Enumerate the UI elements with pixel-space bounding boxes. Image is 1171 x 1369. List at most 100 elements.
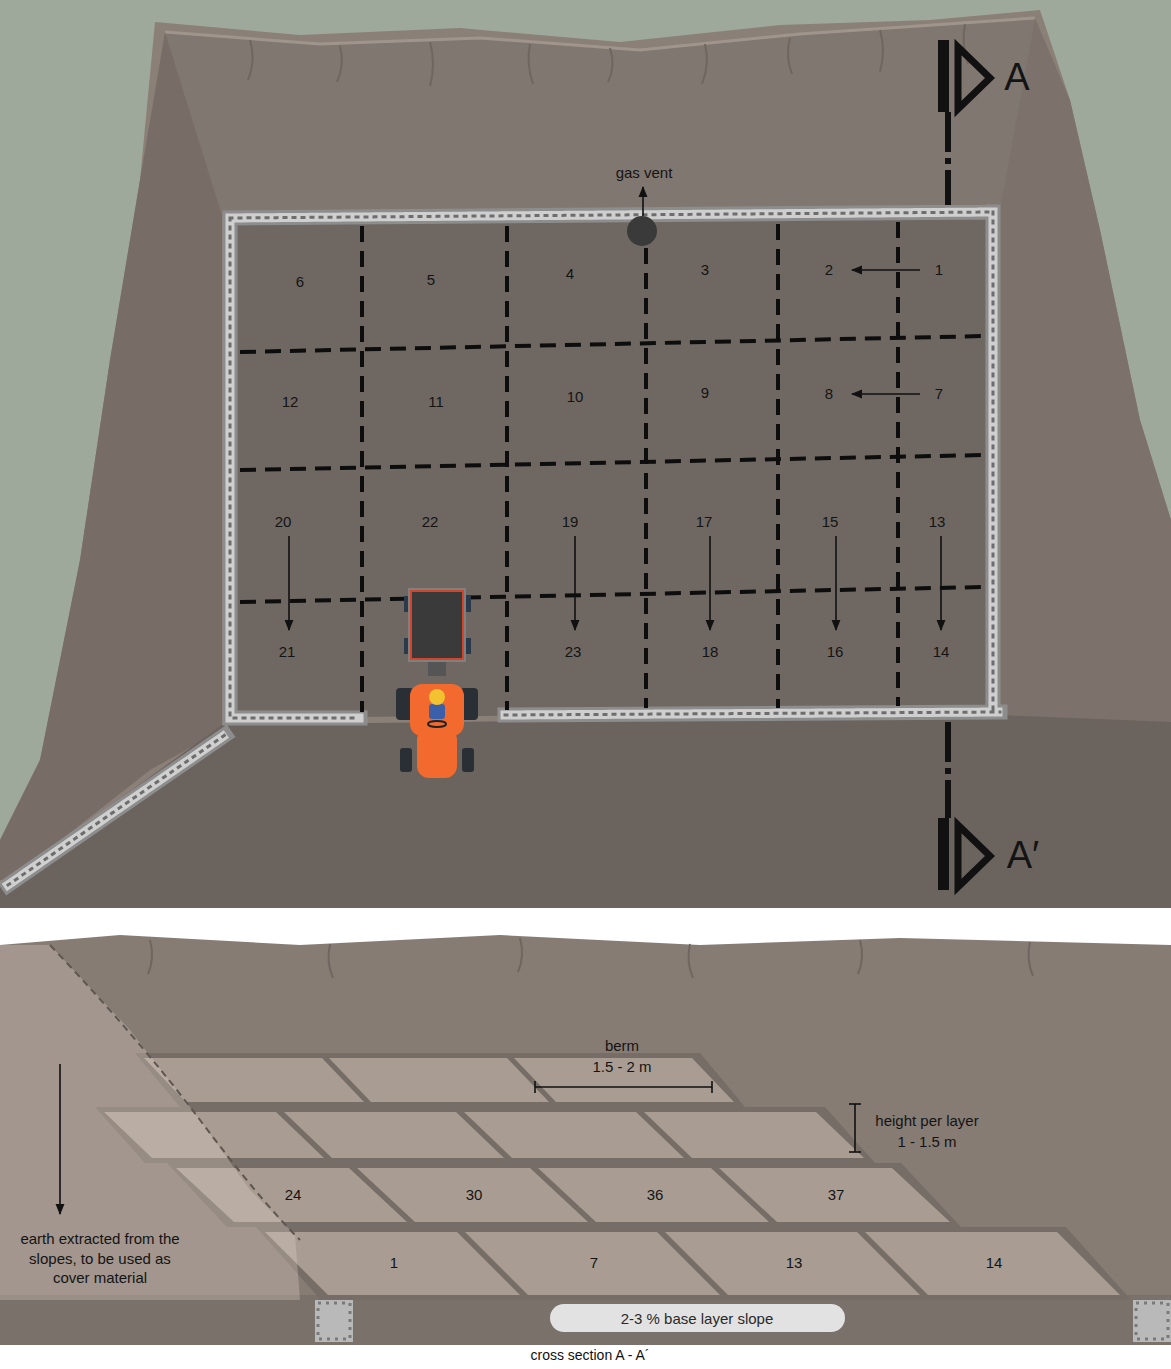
cell-divider xyxy=(644,248,648,708)
stone-block xyxy=(315,1300,353,1342)
rock-crack xyxy=(529,44,533,84)
cell-number: 6 xyxy=(296,272,304,292)
wheel xyxy=(400,748,412,772)
trailer xyxy=(411,591,463,659)
ground xyxy=(0,1295,1171,1345)
cell-number: 9 xyxy=(701,383,709,403)
layer-number: 36 xyxy=(647,1185,664,1205)
layer-number: 24 xyxy=(285,1185,302,1205)
rock-crack xyxy=(518,938,522,972)
section-marker-bar xyxy=(938,40,949,112)
quarry-rim xyxy=(0,10,1171,908)
cell-number: 7 xyxy=(935,384,943,404)
tractor-hood xyxy=(417,728,457,778)
cell-number: 20 xyxy=(275,512,292,532)
layer-cell xyxy=(644,1112,864,1158)
back-wall xyxy=(165,18,1035,215)
layer-cell xyxy=(284,1112,504,1158)
section-line xyxy=(945,722,951,818)
fill-order-arrow xyxy=(288,536,290,630)
layer-number: 13 xyxy=(786,1253,803,1273)
cell-divider xyxy=(360,226,364,712)
cover-note: earth extracted from the slopes, to be u… xyxy=(18,1229,182,1288)
cell-number: 8 xyxy=(825,384,833,404)
cell-number: 13 xyxy=(929,512,946,532)
vent-label: gas vent xyxy=(616,163,673,183)
cell-divider xyxy=(776,224,780,708)
layer-cell xyxy=(464,1112,684,1158)
rock-cracks xyxy=(248,24,968,86)
tractor xyxy=(396,588,478,778)
gas-arrow xyxy=(642,187,644,216)
steering-wheel xyxy=(428,721,446,727)
fill-order-arrow xyxy=(940,536,942,630)
cell-number: 23 xyxy=(565,642,582,662)
section-line xyxy=(945,112,951,205)
cell-divider xyxy=(896,222,900,706)
right-wall xyxy=(1000,18,1171,725)
dimension-tick xyxy=(534,1081,536,1093)
cover-arrow xyxy=(59,1064,61,1214)
fill-order-arrow xyxy=(852,269,920,271)
driver-body xyxy=(429,704,445,719)
rock-crack xyxy=(329,944,333,978)
stone-border-texture xyxy=(8,212,1000,885)
gas-vent-symbol xyxy=(627,216,657,246)
section-marker: A′ xyxy=(1007,831,1039,880)
stone-texture xyxy=(1136,1303,1168,1339)
fill-order-arrow xyxy=(574,536,576,630)
fill-order-arrows xyxy=(289,187,941,630)
sky xyxy=(0,0,1171,908)
cell-divider xyxy=(505,226,509,710)
dimension-tick xyxy=(849,1103,861,1105)
cell-grid xyxy=(240,222,985,712)
stone-block xyxy=(1133,1300,1171,1342)
slope-label: 2-3 % base layer slope xyxy=(621,1310,774,1327)
section-marker-triangle xyxy=(958,825,990,887)
dimension-label: height per layer xyxy=(875,1111,978,1131)
layer-number: 7 xyxy=(590,1253,598,1273)
cell-number: 18 xyxy=(702,642,719,662)
layer-row xyxy=(167,1163,961,1227)
wheel xyxy=(462,748,474,772)
dimension-line xyxy=(535,1086,712,1088)
section-caption: cross section A - A´ xyxy=(530,1347,649,1363)
stone-border-texture xyxy=(8,212,1000,885)
stone-border xyxy=(8,212,1000,885)
dimension-value: 1.5 - 2 m xyxy=(592,1057,651,1077)
slope-label-pill: 2-3 % base layer slope xyxy=(550,1304,845,1332)
cell-number: 2 xyxy=(825,260,833,280)
layer-cell xyxy=(514,1058,734,1102)
dimension-value: 1 - 1.5 m xyxy=(897,1132,956,1152)
section-marker-bar xyxy=(938,818,949,890)
layer-cell xyxy=(329,1058,549,1102)
cell-number: 16 xyxy=(827,642,844,662)
rock-crack xyxy=(1029,942,1033,976)
cell-number: 12 xyxy=(282,392,299,412)
section-marker: A xyxy=(1004,53,1029,102)
layer-row xyxy=(135,1053,745,1107)
dimension-tick xyxy=(711,1081,713,1093)
rock-crack xyxy=(148,940,152,974)
driver-helmet xyxy=(429,689,445,705)
stone-footing xyxy=(315,1300,1171,1342)
cell-number: 15 xyxy=(822,512,839,532)
rock-crack xyxy=(788,38,792,74)
dimension-tick xyxy=(849,1151,861,1153)
cell-number: 14 xyxy=(933,642,950,662)
cell-area xyxy=(230,212,993,718)
cell-number: 21 xyxy=(279,642,296,662)
height-dimension xyxy=(849,1104,861,1152)
section-wall xyxy=(0,935,1171,1345)
excavated-slope xyxy=(0,945,300,1300)
rock-cracks xyxy=(148,938,1033,978)
layer-number: 14 xyxy=(986,1253,1003,1273)
rock-crack xyxy=(858,940,862,974)
cell-number: 11 xyxy=(428,392,444,412)
rock-crack xyxy=(430,42,433,86)
rock-crack xyxy=(608,48,613,82)
cell-number: 10 xyxy=(567,387,584,407)
layer-number: 37 xyxy=(828,1185,845,1205)
section-marker-triangle xyxy=(958,47,990,109)
